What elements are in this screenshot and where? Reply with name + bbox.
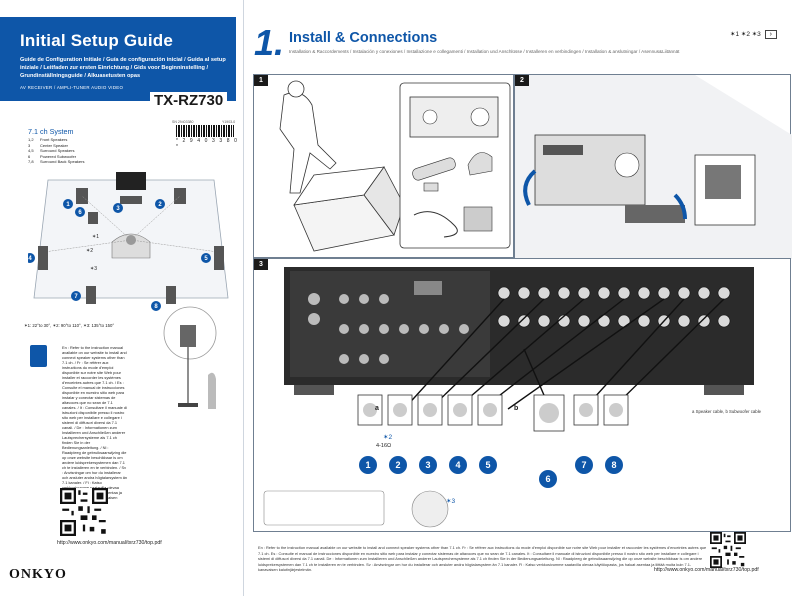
speaker-number: 2 [158,202,162,208]
speaker-number-badge: 3 [419,456,437,474]
speaker-number-badge [63,199,73,209]
panel-number: 3 [254,259,268,270]
speaker-number-badge: 4 [449,456,467,474]
guide-subtitle: Guide de Configuration Initiale / Guía d… [20,57,226,80]
angle-note: ✶1: 22°to 30°, ✶2: 90°to 110°, ✶3: 135°t… [24,323,115,328]
footnote-marker: ✶3 [446,498,456,505]
speaker-icon [76,188,88,204]
footnote-text: En : Refer to the instruction manual ava… [258,545,707,573]
cable-label-a: a [375,405,379,412]
terminal-detail-icon [411,490,449,528]
cable-icon [413,211,458,238]
channel-system-title: 7.1 ch System [28,127,74,136]
panel-placement: 2 [514,74,792,259]
speaker-icon [86,286,96,304]
manual-note: En : Refer to the instruction manual ava… [62,345,128,505]
angle-marker: ✶3 [90,266,97,272]
speaker-number-badge: 5 [479,456,497,474]
subwoofer-icon [88,212,98,224]
manual-url[interactable]: http://www.onkyo.com/manual/txrz730/top.… [654,567,759,573]
manual-book-icon [30,345,47,367]
speaker-number: 7 [74,294,78,300]
barcode-number: * 2 9 4 0 3 3 8 0 * [176,138,239,150]
speaker-icon [625,205,685,223]
speaker-icon [38,246,48,270]
speaker-number: 4 [28,256,32,262]
speaker-number-badge [155,199,165,209]
unpacking-illustration [279,80,511,252]
section-subtitle: Installation & Raccordements / Instalaci… [289,49,680,54]
speaker-number-badge [151,301,161,311]
barcode [176,125,234,137]
impedance-label: 4-16Ω [376,443,392,449]
curved-arrow-icon [523,169,537,206]
speaker-number-badge [201,253,211,263]
section-title: Install & Connections [289,30,438,46]
speaker-number: 1 [66,202,70,208]
footnote-marker: ✶2 [383,434,393,441]
speaker-number-badge: 7 [575,456,593,474]
speaker-number-badge [113,203,123,213]
am-antenna-icon [463,206,493,232]
speaker-icon [174,188,186,204]
guide-title: Initial Setup Guide [20,31,174,50]
curved-arrow-icon [673,193,687,220]
guide-header: Initial Setup Guide Guide de Configurati… [0,17,236,101]
left-column: Initial Setup Guide Guide de Configurati… [0,0,244,596]
speaker-number-badge: 2 [389,456,407,474]
remote-icon [412,157,456,181]
angle-marker: ✶2 [86,248,93,254]
speaker-number-badge: 1 [359,456,377,474]
battery-icon [423,182,439,192]
listener-sofa-icon [111,233,151,259]
speaker-number: 5 [204,256,208,262]
qr-code [60,488,108,536]
speaker-number-badge [71,291,81,301]
speaker-layout-diagram: 1 2 3 4 5 6 7 8 ✶1 ✶2 ✶3 [28,172,229,311]
speaker-number-badge: 6 [539,470,557,488]
tv-icon [116,172,146,190]
serial-code: SN 29403380 [172,120,194,124]
panel-connections: 3 [253,258,791,532]
speaker-number-badge [75,207,85,217]
speaker-number: 3 [116,206,120,212]
speaker-icon [120,196,142,204]
wire-prep-illustration [263,490,385,526]
placement-illustration [515,75,792,259]
rear-panel-illustration [263,267,754,528]
speaker-number: 8 [154,304,158,310]
product-category: AV RECEIVER / AMPLI-TUNER AUDIO VIDEO [20,84,124,90]
model-name: TX-RZ730 [150,92,228,109]
speaker-number-badge [28,253,35,263]
speaker-number: 6 [78,210,82,216]
speaker-icon [166,286,176,304]
panel-number: 2 [515,75,529,86]
qr-code [710,532,746,568]
panel-number: 1 [254,75,268,86]
cable-label-b: b [514,405,519,412]
manual-url[interactable]: http://www.onkyo.com/manual/txrz730/top.… [57,540,162,546]
cable-legend: a Speaker cable, b Subwoofer cable [692,409,762,414]
angle-marker: ✶1 [92,234,99,240]
onkyo-logo: ONKYO [9,567,67,582]
arrow-right-icon: › [764,30,777,39]
step-number: 1. [254,22,285,63]
speaker-height-illustration [163,306,217,409]
speaker-number-badge: 8 [605,456,623,474]
speaker-icon [214,246,224,270]
antenna-icon [467,152,493,176]
speaker-icon [705,165,741,199]
panel-unpack: 1 ✶1 [253,74,747,258]
speaker-icon [357,394,383,426]
step-navigation: ✶1 ✶2 ✶3 › [730,30,777,39]
document-code: Y1903-0 [222,120,236,124]
